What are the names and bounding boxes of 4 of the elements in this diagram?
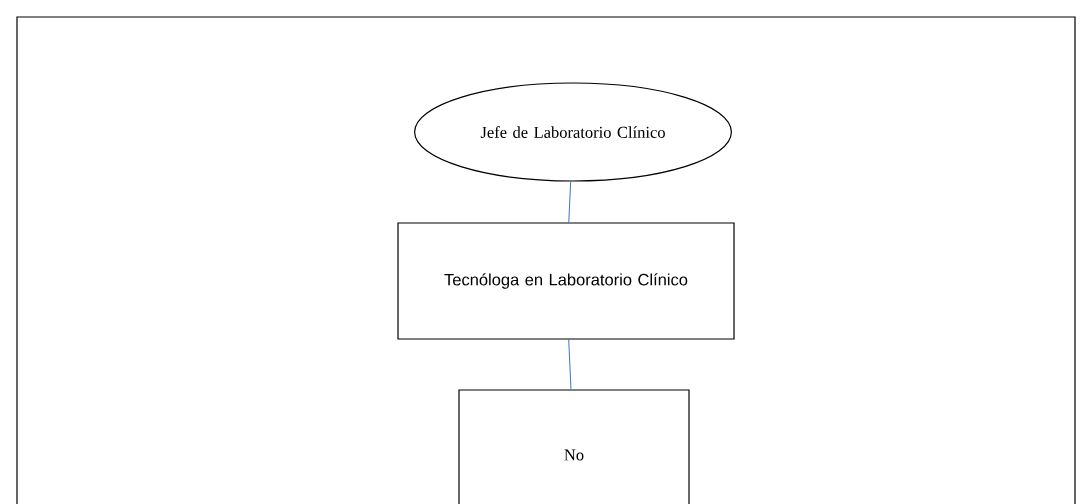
- role-box: Tecnóloga en Laboratorio Clínico: [397, 222, 735, 340]
- connector-line: [568, 181, 572, 223]
- role-box: No: [458, 389, 690, 504]
- connector-line: [568, 339, 572, 390]
